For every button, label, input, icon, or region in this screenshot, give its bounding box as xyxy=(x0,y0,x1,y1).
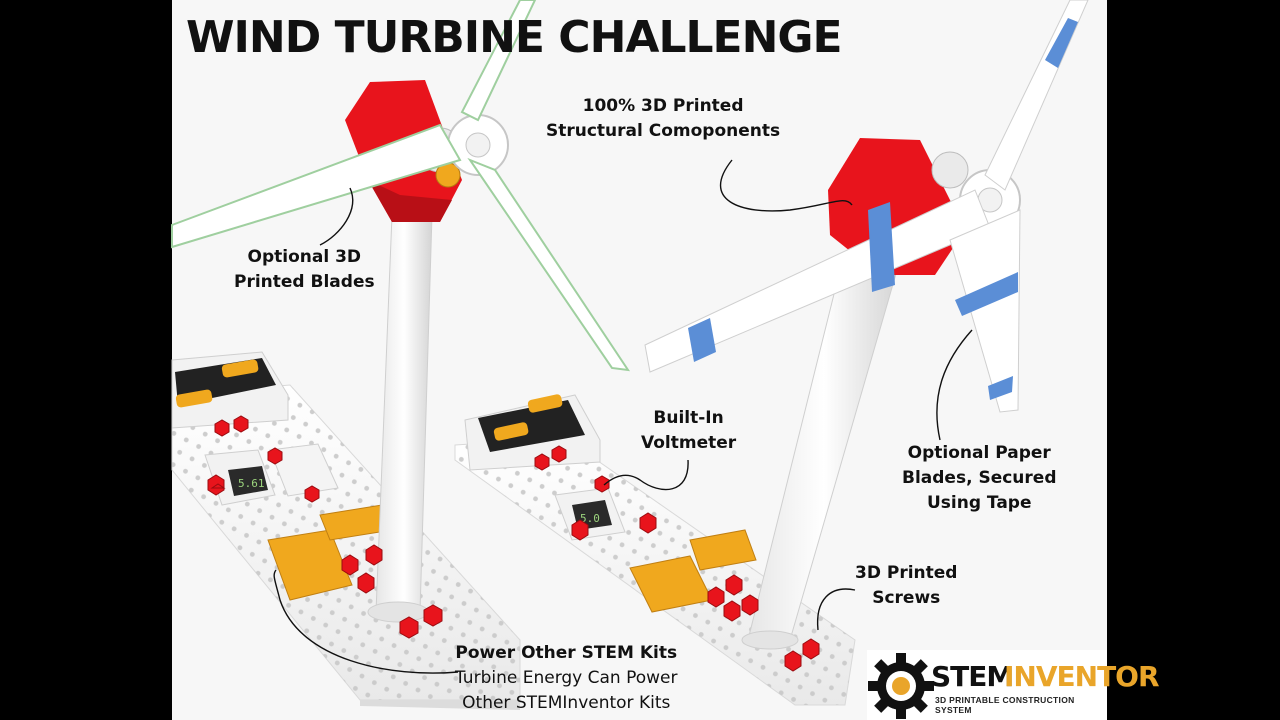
label-power-other-kits: Power Other STEM Kits Turbine Energy Can… xyxy=(455,641,678,716)
logo-wordmark-inventor: INVENTOR xyxy=(1004,660,1160,693)
left-battery-holder xyxy=(171,351,289,429)
label-line: Screws xyxy=(872,588,941,608)
right-rotor-blades xyxy=(644,0,1089,413)
svg-text:5.0: 5.0 xyxy=(580,512,600,525)
label-line: Optional Paper xyxy=(907,443,1051,463)
label-line: Other STEMInventor Kits xyxy=(462,693,671,713)
label-structural-components: 100% 3D Printed Structural Comoponents xyxy=(546,94,780,144)
page-title: WIND TURBINE CHALLENGE xyxy=(186,12,843,63)
callout-leaders xyxy=(273,159,973,674)
label-line: Blades, Secured xyxy=(902,468,1057,488)
label-line: Using Tape xyxy=(926,493,1032,513)
label-line: Turbine Energy Can Power xyxy=(455,668,678,688)
logo-tagline: 3D PRINTABLE CONSTRUCTION SYSTEM xyxy=(935,695,1075,715)
logo-wordmark-stem: STEM xyxy=(931,660,1014,693)
label-line: Voltmeter xyxy=(641,433,737,453)
label-line: 3D Printed xyxy=(855,563,958,583)
label-line: Printed Blades xyxy=(234,272,375,292)
right-battery-holder xyxy=(464,394,601,471)
label-line: Built-In xyxy=(653,408,724,428)
gear-icon xyxy=(868,653,934,719)
label-heading: Power Other STEM Kits xyxy=(455,643,678,663)
label-line: 100% 3D Printed xyxy=(582,96,744,116)
left-rotor-blades xyxy=(171,0,631,372)
label-paper-blades: Optional Paper Blades, Secured Using Tap… xyxy=(902,441,1057,516)
steminventor-logo: STEM INVENTOR 3D PRINTABLE CONSTRUCTION … xyxy=(867,650,1160,720)
label-3d-printed-screws: 3D Printed Screws xyxy=(855,561,957,611)
label-line: Structural Comoponents xyxy=(546,121,781,141)
label-optional-3d-blades: Optional 3D Printed Blades xyxy=(234,245,375,295)
red-screws xyxy=(207,415,820,672)
label-line: Optional 3D xyxy=(247,247,362,267)
left-tower xyxy=(367,214,433,623)
left-connector-pads xyxy=(267,443,393,601)
label-built-in-voltmeter: Built-In Voltmeter xyxy=(641,406,736,456)
right-connector-pads xyxy=(629,529,757,613)
svg-text:5.61: 5.61 xyxy=(238,477,265,490)
